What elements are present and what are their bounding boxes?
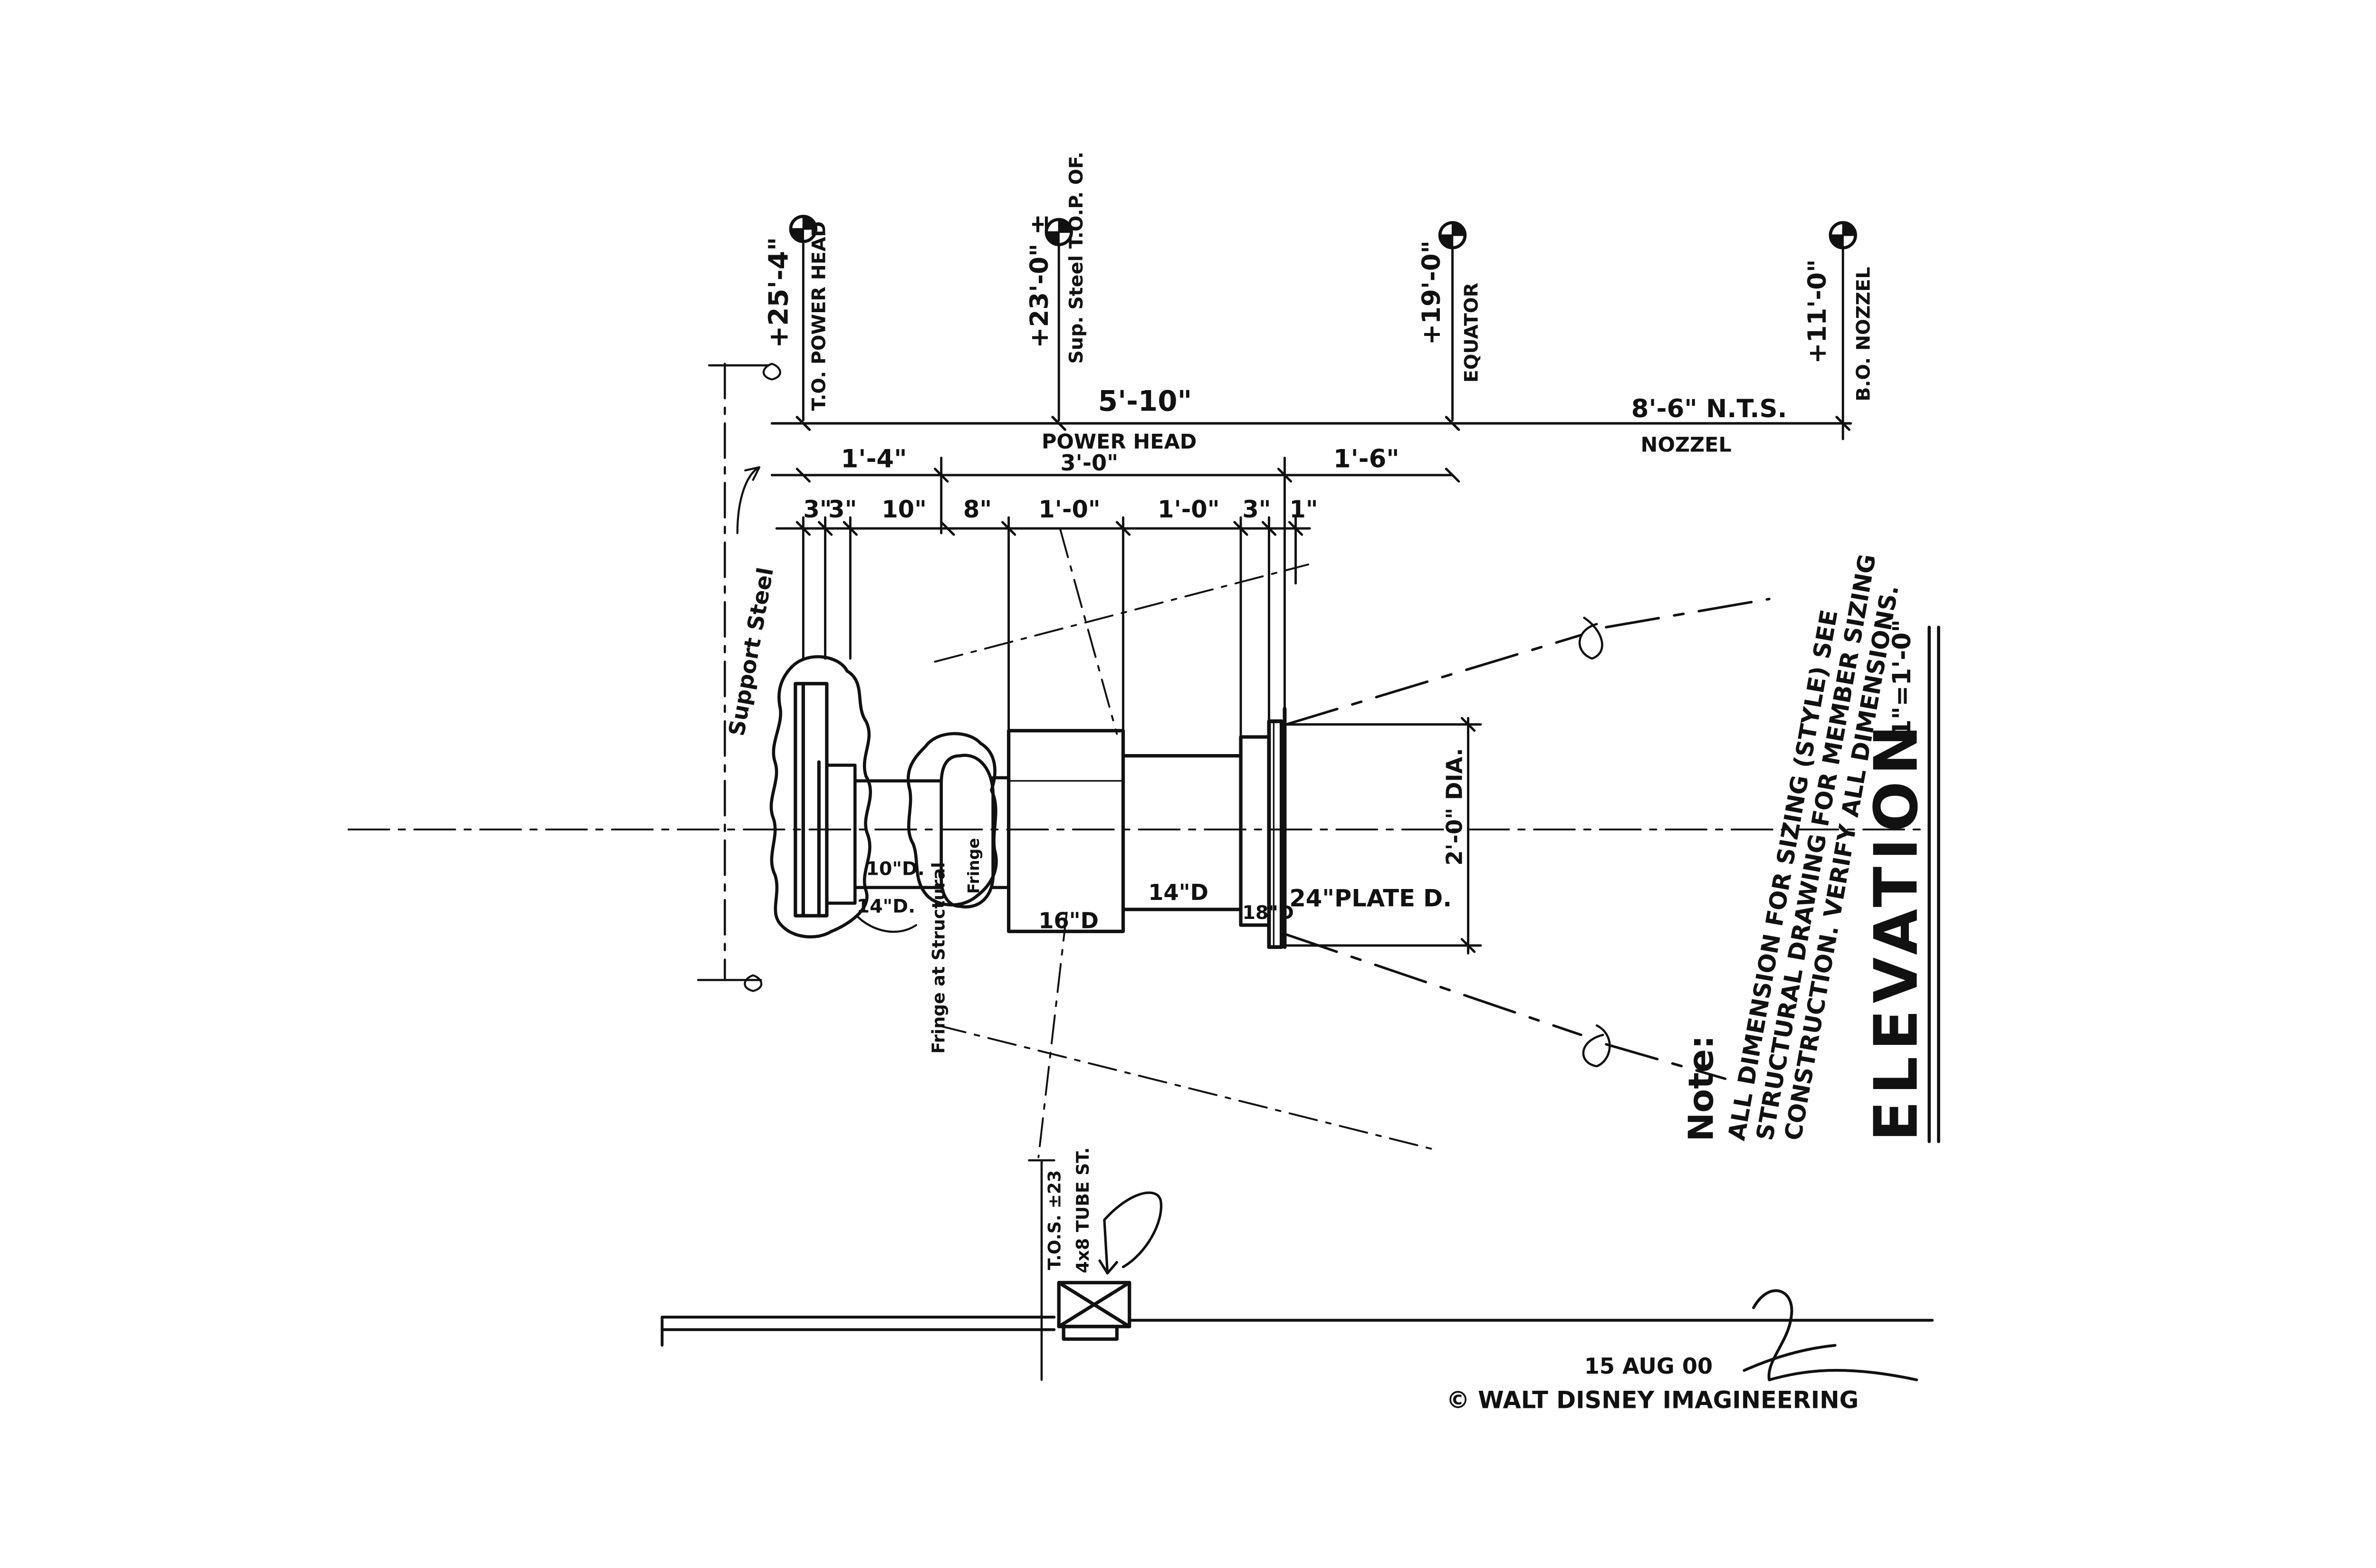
- seg-dim-2: 3": [828, 496, 857, 523]
- overall-dimension-line: [770, 416, 1852, 431]
- tube-steel-section: [1028, 1159, 1131, 1381]
- dim-nozzel-label: NOZZEL: [1641, 433, 1732, 457]
- shaft-section: [1121, 754, 1243, 911]
- elevation-marker-nozzel: [1829, 221, 1857, 440]
- diameter-dimension: [1285, 717, 1482, 955]
- fringe-ring: [939, 754, 1010, 908]
- dim-top-left: 5'-10": [1098, 385, 1192, 418]
- seg-dim-8: 1": [1289, 496, 1318, 523]
- dia-2ft: 2'-0" DIA.: [1441, 748, 1467, 865]
- elev-value-support-steel: +23'-0" ±: [1025, 214, 1054, 348]
- power-head-cylinder: [1007, 729, 1125, 933]
- elev-label-power-head: T.O. POWER HEAD: [808, 221, 830, 411]
- elev-label-equator: EQUATOR: [1460, 283, 1482, 382]
- nozzle-spray-upper: [1285, 597, 1771, 726]
- collar-section: [1239, 735, 1271, 927]
- label-tube: 4x8 TUBE ST.: [1073, 1147, 1093, 1273]
- dim-nozzel: 8'-6" N.T.S.: [1631, 394, 1787, 423]
- label-fringe-note: Fringe at Structural: [928, 862, 948, 1053]
- support-plate: [794, 682, 829, 918]
- fringe-leader: [855, 915, 918, 933]
- dim-power-head-label: POWER HEAD: [1042, 430, 1197, 454]
- seg-dim-4: 8": [963, 496, 992, 523]
- tube-leader: [1098, 1191, 1163, 1275]
- dia-16: 16"D: [1038, 908, 1099, 934]
- elevation-marker-support-steel: [1044, 218, 1073, 421]
- elev-value-nozzel: +11'-0": [1803, 259, 1832, 364]
- dia-10: 10"D.: [866, 858, 925, 880]
- segment-dimension-line: [775, 516, 1311, 738]
- footer-copyright: © WALT DISNEY IMAGINEERING: [1446, 1386, 1859, 1414]
- footer-date: 15 AUG 00: [1584, 1353, 1713, 1379]
- connector-stub: [825, 764, 943, 905]
- fringe-cloud-left: [769, 655, 872, 938]
- note-heading: Note:: [1681, 1035, 1721, 1142]
- title-bars: [1927, 625, 1940, 1143]
- fringe-cloud-center: [906, 732, 998, 907]
- elev-value-power-head: +25'-4": [763, 237, 794, 348]
- dim-left-sub: 1'-4": [841, 444, 907, 473]
- elevation-marker-equator: [1438, 221, 1467, 421]
- elev-label-nozzel: B.O. NOZZEL: [1852, 267, 1874, 402]
- dim-right-sub: 1'-6": [1333, 444, 1399, 473]
- power-head-dimension-line: [770, 457, 1460, 723]
- label-tos: T.O.S. ±23: [1044, 1170, 1065, 1270]
- seg-dim-1: 3": [803, 496, 832, 523]
- elev-value-equator: +19'-0": [1417, 240, 1446, 345]
- signature: [1743, 1289, 1918, 1381]
- view-title: ELEVATION: [1861, 719, 1931, 1142]
- elev-label-support-steel: Sup. Steel T.O.P. OF.: [1065, 152, 1087, 364]
- label-fringe: Fringe: [964, 838, 983, 894]
- nozzle-spray-lower: [1285, 933, 1727, 1080]
- seg-dim-7: 3": [1242, 496, 1271, 523]
- floor-line: [661, 1316, 1934, 1347]
- view-scale: 1"=1'-0": [1887, 619, 1916, 737]
- seg-dim-6: 1'-0": [1158, 496, 1219, 523]
- seg-dim-3: 10": [881, 496, 927, 523]
- dia-plate: 24"PLATE D.: [1289, 884, 1452, 912]
- dim-power-head: 3'-0": [1061, 450, 1119, 476]
- seg-dim-5: 1'-0": [1038, 496, 1100, 523]
- support-steel-extent: [697, 363, 781, 992]
- elevation-marker-power-head: [789, 215, 818, 421]
- dia-18: 18"D: [1242, 902, 1294, 924]
- label-support-steel: Support Steel: [724, 565, 778, 738]
- construction-lines: [934, 529, 1441, 1158]
- dia-14a: 14"D.: [857, 896, 916, 918]
- dia-14b: 14"D: [1148, 880, 1208, 905]
- mounting-plate: [1267, 707, 1287, 949]
